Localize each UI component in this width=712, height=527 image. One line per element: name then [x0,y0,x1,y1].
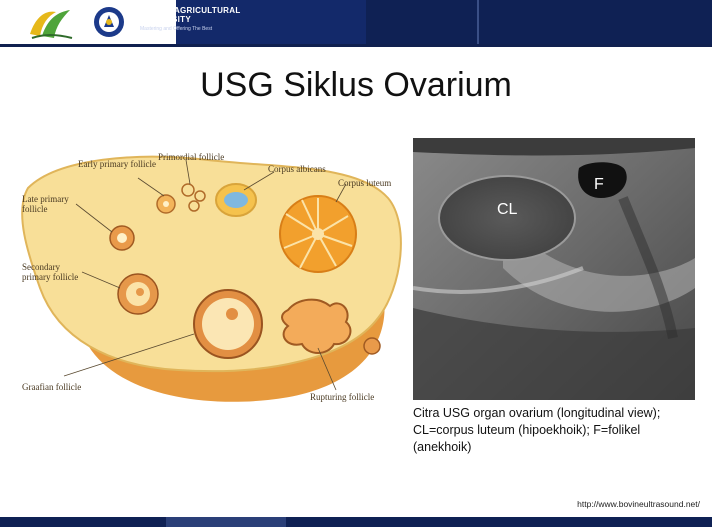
ipb-logo-icon [26,4,76,44]
banner-separator [477,0,479,44]
label-f: F [594,176,604,194]
university-name-line2: UNIVERSITY [140,15,241,24]
label-corpus-luteum: Corpus luteum [338,178,391,188]
label-secondary: Secondary primary follicle [22,262,86,282]
banner-rule [0,44,712,47]
label-early-primary: Early primary follicle [78,159,156,169]
ultrasound-image: CL F [413,138,695,400]
banner-right [366,0,712,44]
university-name: BOGOR AGRICULTURAL UNIVERSITY [140,6,241,24]
label-primordial: Primordial follicle [158,152,224,162]
ovary-illustration: Early primary follicle Primordial follic… [18,138,408,416]
label-corpus-albicans: Corpus albicans [268,164,326,174]
label-rupturing: Rupturing follicle [310,392,374,402]
university-name-line1: BOGOR AGRICULTURAL [140,6,241,15]
label-graafian: Graafian follicle [22,382,81,392]
footer-bar [0,517,712,527]
university-seal-icon [90,3,128,41]
university-motto: Mastering and Offering The Best [140,26,212,32]
ultrasound-caption: Citra USG organ ovarium (longitudinal vi… [413,405,699,456]
header-banner: BOGOR AGRICULTURAL UNIVERSITY Mastering … [0,0,712,48]
label-late-primary: Late primary follicle [22,194,82,214]
label-cl: CL [497,201,517,219]
ultrasound-drawing [413,138,695,400]
source-url: http://www.bovineultrasound.net/ [577,499,700,509]
slide-title: USG Siklus Ovarium [0,66,712,105]
footer-accent [166,517,286,527]
